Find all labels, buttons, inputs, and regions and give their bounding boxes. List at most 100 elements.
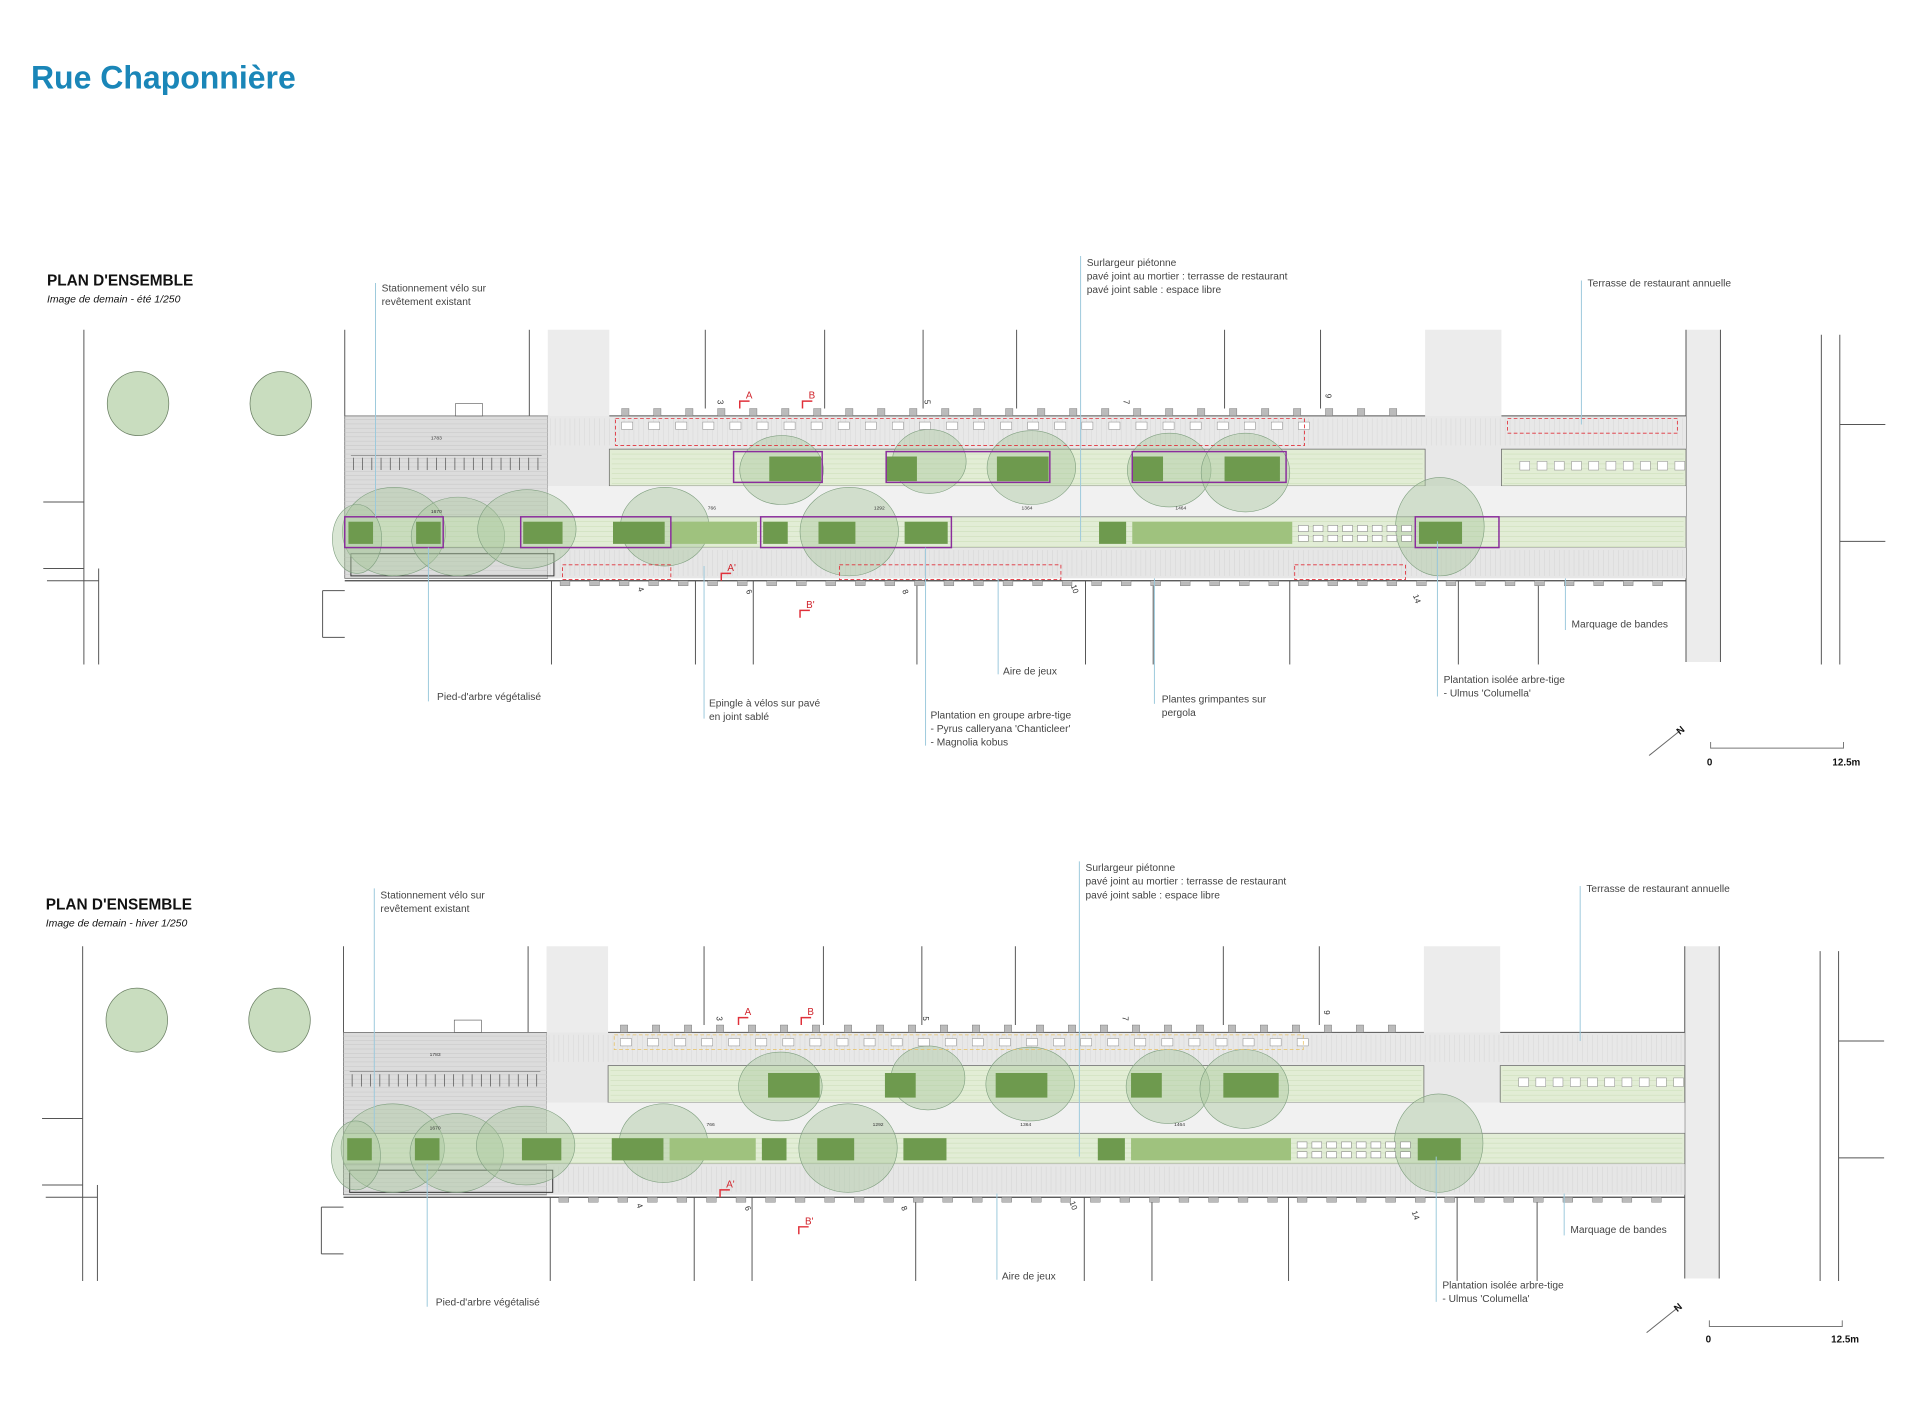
facade-pier bbox=[652, 1024, 660, 1033]
facade-pier bbox=[678, 580, 689, 586]
terrace-table bbox=[1341, 1151, 1352, 1159]
facade-pier bbox=[1504, 580, 1516, 586]
planter bbox=[1418, 521, 1463, 544]
label-bike-parking: Stationnement vélo sur bbox=[380, 890, 485, 901]
planter bbox=[612, 521, 665, 544]
terrace-table bbox=[1311, 1151, 1323, 1159]
section-marker bbox=[799, 609, 810, 618]
facade-pier bbox=[1101, 408, 1110, 417]
dimension-label: 1783 bbox=[430, 1052, 441, 1058]
facade-pier bbox=[796, 580, 807, 586]
facade-pier bbox=[1356, 1024, 1364, 1033]
side-road bbox=[1684, 946, 1720, 1279]
section-label: B' bbox=[805, 1216, 814, 1227]
terrace-table bbox=[1401, 525, 1412, 532]
facade-pier bbox=[943, 580, 955, 586]
facade-pier bbox=[972, 1197, 983, 1203]
terrace-table bbox=[837, 421, 850, 430]
facade-pier bbox=[1197, 408, 1206, 417]
label-bike-racks: Epingle à vélos sur pavé bbox=[709, 698, 820, 709]
terrace-table bbox=[890, 1038, 903, 1047]
terrace-table bbox=[647, 1038, 659, 1047]
plan-heading: PLAN D'ENSEMBLE bbox=[47, 272, 193, 289]
dimension-label: 1364 bbox=[1022, 505, 1033, 511]
terrace-table bbox=[919, 421, 931, 430]
facade-pier bbox=[1327, 580, 1338, 586]
terrace-table bbox=[783, 421, 796, 430]
terrace-table bbox=[755, 1038, 768, 1047]
terrace-table bbox=[973, 421, 985, 430]
tree-circle bbox=[248, 987, 311, 1053]
north-arrow: N bbox=[1646, 1302, 1685, 1334]
page-title: Rue Chaponnière bbox=[31, 60, 296, 96]
terrace-table bbox=[782, 1038, 795, 1047]
planter bbox=[817, 1138, 855, 1161]
facade-pier bbox=[1416, 580, 1427, 586]
terrace-table bbox=[1271, 421, 1283, 430]
terrace-table bbox=[1587, 1077, 1598, 1087]
label-bike-racks: en joint sablé bbox=[709, 712, 769, 723]
south-sidewalk bbox=[546, 1164, 1685, 1195]
terrace-table bbox=[1135, 421, 1148, 430]
terrace-table bbox=[836, 1038, 849, 1047]
terrace-table bbox=[1400, 1151, 1411, 1159]
facade-pier bbox=[973, 408, 982, 417]
facade-pier bbox=[855, 580, 866, 586]
facade-pier bbox=[942, 1197, 953, 1203]
facade-pier bbox=[1357, 408, 1366, 417]
planter-outline bbox=[344, 516, 444, 549]
dimension-label: 1292 bbox=[874, 505, 885, 511]
section-marker bbox=[739, 400, 750, 409]
facade-pier bbox=[1623, 580, 1634, 586]
planter bbox=[1417, 1138, 1461, 1161]
facade-pier bbox=[1208, 1197, 1219, 1203]
dimension-label: 1292 bbox=[873, 1122, 884, 1128]
facade-pier bbox=[1503, 1197, 1514, 1203]
section-label: A bbox=[746, 391, 753, 402]
facade-pier bbox=[1196, 1024, 1204, 1033]
facade-pier bbox=[1388, 1024, 1396, 1033]
label-sidewalk: pavé joint au mortier : terrasse de rest… bbox=[1086, 877, 1287, 888]
facade-pier bbox=[824, 1197, 835, 1203]
terrace-table bbox=[621, 421, 633, 430]
terrace-table bbox=[1621, 1077, 1633, 1087]
planter bbox=[769, 456, 821, 482]
label-climbing-plants: pergola bbox=[1162, 708, 1196, 719]
facade-pier bbox=[1119, 1197, 1130, 1203]
terrace-table bbox=[1296, 1038, 1309, 1047]
facade-pier bbox=[589, 580, 600, 586]
planter bbox=[996, 456, 1049, 482]
house-number: 3 bbox=[716, 400, 725, 405]
label-annual-terrace: Terrasse de restaurant annuelle bbox=[1586, 884, 1730, 895]
label-tree-base: Pied-d'arbre végétalisé bbox=[437, 692, 541, 703]
terrace-table bbox=[1605, 461, 1617, 471]
label-sidewalk: pavé joint sable : espace libre bbox=[1087, 285, 1222, 296]
south-sidewalk bbox=[547, 547, 1686, 579]
label-bike-parking: revêtement existant bbox=[382, 297, 471, 308]
dimension-label: 1783 bbox=[431, 435, 442, 441]
label-group-planting: Plantation en groupe arbre-tige bbox=[930, 711, 1071, 722]
section-label: A bbox=[745, 1007, 752, 1018]
terrace-table bbox=[1027, 421, 1039, 430]
facade-pier bbox=[1178, 1197, 1190, 1203]
facade-pier bbox=[1004, 1024, 1012, 1033]
house-number: 5 bbox=[922, 400, 931, 405]
house-number: 7 bbox=[1122, 400, 1131, 405]
tree-canopy bbox=[341, 486, 446, 577]
planter bbox=[521, 1138, 562, 1161]
terrace-table bbox=[620, 1038, 632, 1047]
tree-circle bbox=[106, 371, 170, 436]
plan-heading: PLAN D'ENSEMBLE bbox=[46, 896, 192, 913]
label-isolated-planting: Plantation isolée arbre-tige bbox=[1444, 675, 1566, 686]
label-tree-base: Pied-d'arbre végétalisé bbox=[436, 1298, 540, 1309]
facade-pier bbox=[1149, 1197, 1160, 1203]
facade-pier bbox=[1298, 580, 1309, 586]
facade-pier bbox=[825, 580, 836, 586]
facade-pier bbox=[1133, 408, 1142, 417]
facade-pier bbox=[1386, 580, 1398, 586]
label-group-planting: - Pyrus calleryana 'Chanticleer' bbox=[930, 724, 1070, 735]
facade-pier bbox=[1534, 580, 1545, 586]
